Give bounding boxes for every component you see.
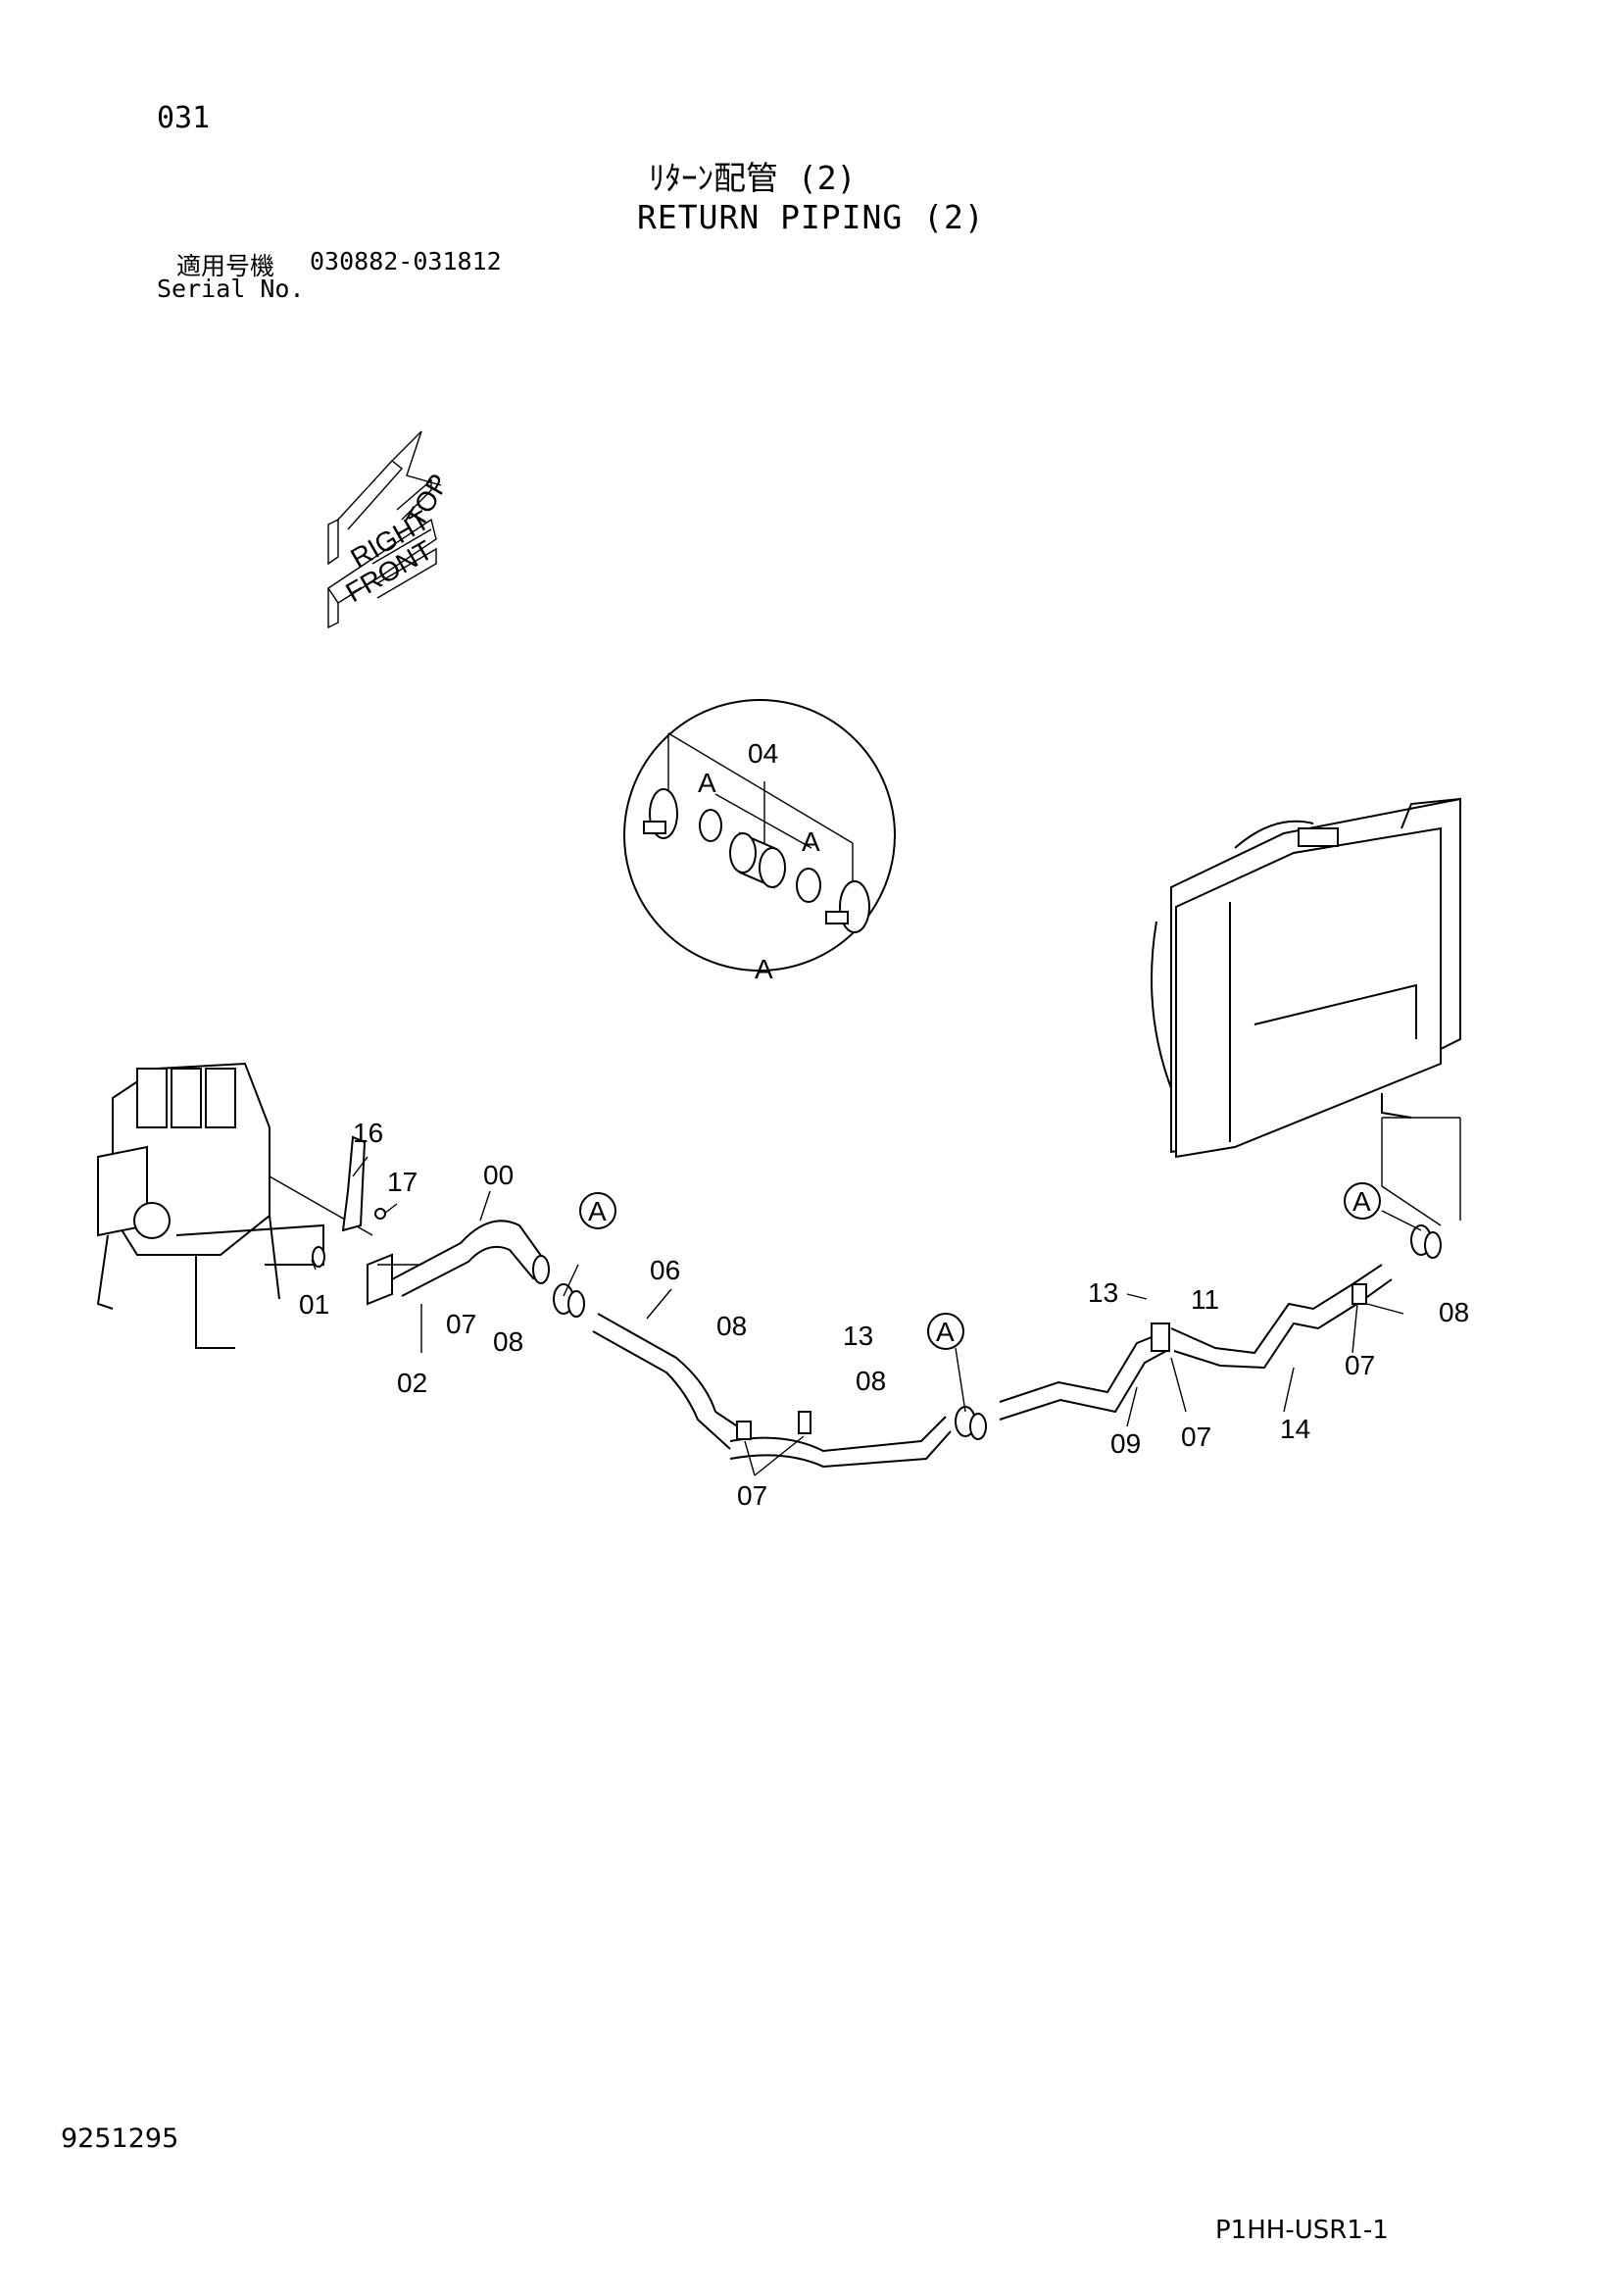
radiator-assembly	[1151, 797, 1461, 1226]
callout-08-right: 08	[856, 1366, 886, 1396]
svg-text:A: A	[588, 1196, 607, 1226]
callout-01: 01	[299, 1289, 329, 1320]
callout-13-right: 13	[1088, 1277, 1118, 1308]
svg-text:A: A	[1352, 1186, 1371, 1217]
pipe-11	[999, 1264, 1393, 1421]
serial-label-english: Serial No.	[157, 275, 305, 303]
serial-range: 030882-031812	[310, 247, 502, 275]
coupling-3	[1410, 1224, 1442, 1259]
control-valve-assembly	[96, 1062, 373, 1349]
callout-circle-a2: A	[927, 1313, 964, 1350]
callout-07-left: 07	[446, 1309, 476, 1339]
callout-08-mid: 08	[716, 1311, 747, 1341]
callout-detail-a-bottom: A	[755, 954, 773, 984]
coupling-1	[553, 1283, 585, 1318]
callout-13-mid: 13	[843, 1321, 873, 1351]
mounting-bracket	[341, 1135, 422, 1353]
seal-left	[699, 809, 722, 842]
seal-right	[796, 868, 821, 903]
title-japanese: ﾘﾀｰﾝ配管 (2)	[649, 159, 857, 197]
serial-label-japanese: 適用号機	[176, 252, 275, 280]
callout-02: 02	[397, 1368, 427, 1398]
callout-17: 17	[387, 1167, 418, 1197]
callout-07-mid: 07	[737, 1480, 767, 1511]
callout-06: 06	[650, 1255, 680, 1285]
callout-09: 09	[1110, 1428, 1141, 1459]
document-id: 9251295	[61, 2123, 179, 2154]
callout-16: 16	[353, 1118, 383, 1148]
svg-text:A: A	[936, 1317, 955, 1347]
callout-detail-a-right: A	[802, 826, 820, 857]
sheet-code: P1HH-USR1-1	[1215, 2216, 1389, 2245]
callout-detail-04: 04	[748, 738, 778, 769]
title-english: RETURN PIPING (2)	[637, 198, 985, 236]
pipe-00	[391, 1220, 550, 1297]
callout-11: 11	[1191, 1284, 1219, 1315]
callout-08-left: 08	[493, 1326, 523, 1357]
callout-08-far: 08	[1439, 1297, 1469, 1327]
coupling-2	[955, 1406, 987, 1440]
pipe-06	[592, 1313, 952, 1469]
callout-circle-a1: A	[579, 1192, 616, 1229]
callout-00: 00	[483, 1160, 514, 1190]
callout-circle-a3: A	[1344, 1182, 1381, 1220]
callout-07-right: 07	[1181, 1422, 1211, 1452]
page-number: 031	[157, 101, 211, 135]
callout-detail-a-left: A	[698, 768, 716, 798]
detail-view-a: 04 A A A	[623, 699, 896, 984]
o-ring	[312, 1246, 325, 1268]
coupling-body	[729, 832, 757, 873]
callout-14: 14	[1280, 1414, 1310, 1444]
clamp-right	[839, 880, 870, 933]
leader-lines	[311, 1156, 1422, 1476]
orientation-indicator: TOP RIGHT FRONT	[327, 430, 455, 629]
callout-07-far: 07	[1345, 1350, 1375, 1380]
